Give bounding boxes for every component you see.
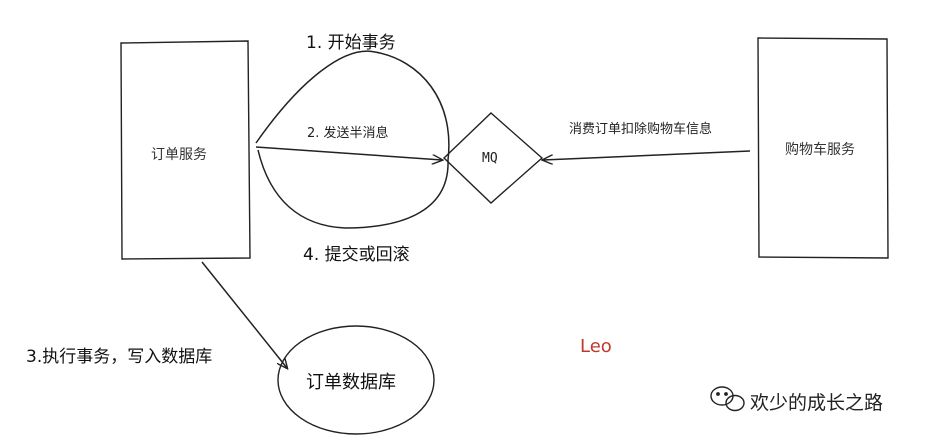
consume-label: 消费订单扣除购物车信息 bbox=[569, 122, 713, 137]
order-db-label: 订单数据库 bbox=[306, 372, 396, 393]
author-label: Leo bbox=[580, 336, 612, 357]
mq-label: MQ bbox=[482, 151, 498, 166]
begin-transaction-arrow bbox=[255, 50, 450, 161]
step-commit-rollback-label: 4. 提交或回滚 bbox=[303, 245, 410, 265]
wechat-icon bbox=[710, 386, 745, 412]
send-half-message-arrow bbox=[255, 146, 442, 160]
cart-service-label: 购物车服务 bbox=[785, 142, 855, 158]
consume-arrow bbox=[543, 150, 751, 160]
step-execute-transaction-label: 3.执行事务，写入数据库 bbox=[26, 347, 213, 367]
order-service-label: 订单服务 bbox=[151, 147, 207, 163]
watermark-text: 欢少的成长之路 bbox=[750, 392, 884, 414]
order-service-box bbox=[120, 40, 251, 260]
cart-service-box bbox=[757, 37, 889, 259]
step-send-half-message-label: 2. 发送半消息 bbox=[307, 126, 389, 141]
mq-diamond bbox=[442, 112, 544, 204]
commit-rollback-arrow bbox=[257, 149, 449, 229]
step-begin-transaction-label: 1. 开始事务 bbox=[306, 33, 396, 53]
order-db-ellipse bbox=[277, 325, 435, 435]
execute-transaction-arrow bbox=[201, 261, 287, 368]
